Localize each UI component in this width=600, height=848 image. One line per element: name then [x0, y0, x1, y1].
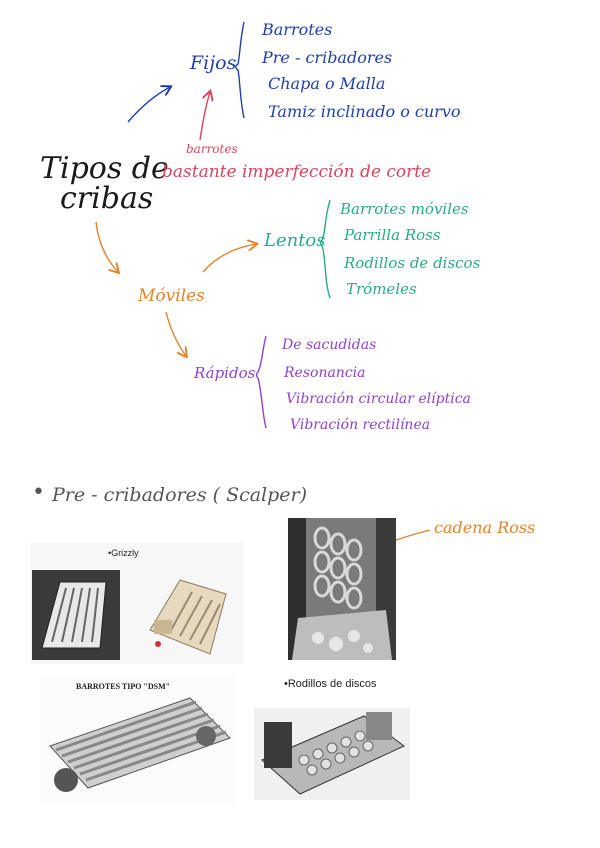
cadena-ross-note: cadena Ross [434, 518, 536, 537]
arrow-to-rapidos [165, 311, 186, 356]
grizzly-caption: •Grizzly [108, 548, 139, 558]
lentos-item: Parrilla Ross [344, 226, 441, 244]
dsm-illustration [49, 697, 231, 792]
arrow-note-to-fijos [199, 92, 210, 141]
lentos-item: Trómeles [346, 280, 417, 298]
root-title-line2: cribas [60, 181, 154, 216]
root-title-line1: Tipos de cribas [40, 151, 169, 216]
section-bullet: • [32, 480, 45, 505]
rapidos-item: Vibración rectilínea [290, 417, 431, 433]
rapidos-label: Rápidos [194, 364, 256, 382]
cadena-ross-illustration [288, 518, 396, 660]
moviles-label: Móviles [138, 286, 205, 306]
arrow-to-moviles [95, 221, 118, 272]
lentos-label: Lentos [264, 230, 326, 251]
cadena-ross-photo [288, 518, 396, 660]
rapidos-item: Vibración circular elíptica [286, 391, 471, 407]
rapidos-item: De sacudidas [282, 337, 377, 353]
dsm-caption: BARROTES TIPO "DSM" [76, 682, 171, 691]
fijos-item: Tamiz inclinado o curvo [268, 102, 461, 121]
lentos-item: Barrotes móviles [340, 200, 469, 218]
note-imperfeccion: bastante imperfección de corte [162, 162, 432, 182]
discos-photo-panel [254, 676, 410, 800]
discos-illustration [254, 708, 410, 800]
grizzly-photo-panel [30, 542, 244, 664]
note-barrotes: barrotes [186, 142, 238, 156]
fijos-bracket [235, 21, 245, 119]
fijos-item: Barrotes [262, 20, 333, 39]
fijos-item: Chapa o Malla [268, 74, 386, 93]
arrow-to-fijos [127, 87, 170, 123]
rapidos-item: Resonancia [284, 365, 366, 381]
grizzly-illustration [32, 570, 227, 660]
fijos-item: Pre - cribadores [262, 48, 393, 67]
dsm-photo-panel [40, 676, 236, 804]
fijos-label: Fijos [190, 52, 237, 74]
rapidos-bracket [255, 335, 267, 429]
arrow-to-lentos [202, 244, 256, 273]
section-title: Pre - cribadores ( Scalper) [52, 484, 308, 506]
discos-caption: •Rodillos de discos [284, 678, 377, 690]
lentos-item: Rodillos de discos [344, 254, 481, 272]
